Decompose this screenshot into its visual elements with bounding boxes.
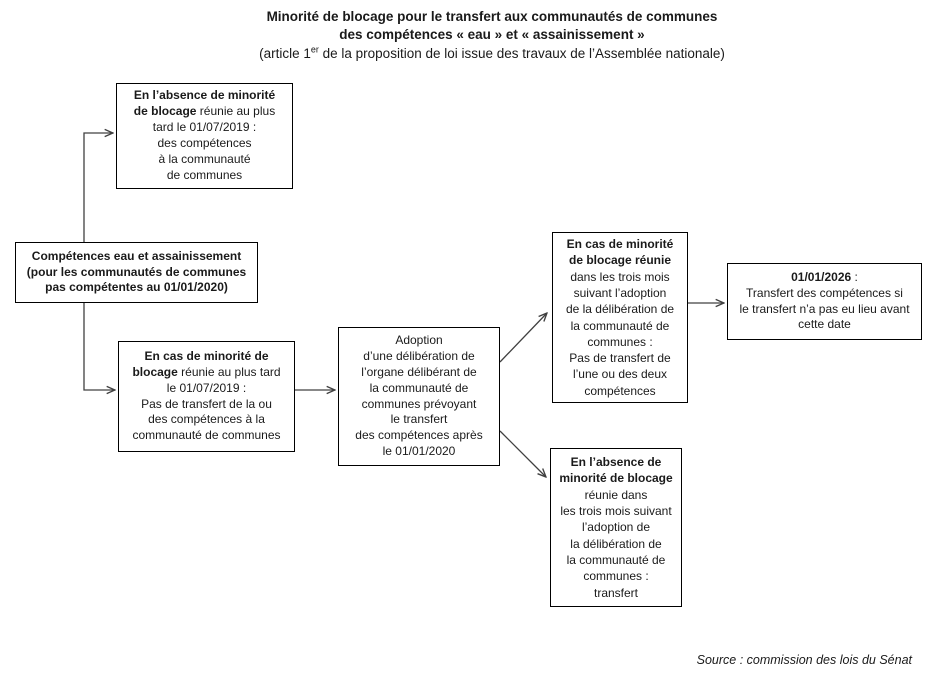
box-text-line: la délibération de (570, 536, 662, 551)
box-text-line: suivant l’adoption (573, 285, 667, 300)
box-text-line: de blocage réunie au plus (133, 104, 276, 119)
connector-competences-to-absence-top (83, 133, 113, 242)
box-text-line: l’organe délibérant de (361, 364, 477, 379)
box-text-line: En cas de minorité (566, 237, 674, 252)
box-text-line: la communauté de (369, 380, 469, 395)
box-text-line: à la communauté (158, 151, 251, 166)
diagram-title: Minorité de blocage pour le transfert au… (46, 8, 938, 63)
box-text-line: le 01/07/2019 : (166, 380, 247, 395)
box-text-line: transfert (593, 585, 638, 600)
box-text-line: réunie dans (584, 487, 648, 502)
source-note: Source : commission des lois du Sénat (696, 653, 912, 667)
box-text-line: (pour les communautés de communes (26, 264, 247, 279)
box-text-line: d’une délibération de (363, 348, 475, 363)
box-transfer-deadline-2026: 01/01/2026 :Transfert des compétences si… (727, 263, 922, 340)
connector-competences-to-cas-minorite (83, 303, 115, 390)
box-text-line: En cas de minorité de (144, 348, 269, 363)
box-text-line: le transfert (390, 412, 448, 427)
box-text-line: l’une ou des deux (572, 367, 668, 382)
box-text-line: l’adoption de (581, 520, 651, 535)
title-line-1: Minorité de blocage pour le transfert au… (266, 9, 718, 24)
box-text-line: de blocage réunie (568, 253, 672, 268)
diagram-subtitle: (article 1er de la proposition de loi is… (259, 44, 725, 61)
box-text-line: communauté de communes (132, 428, 281, 443)
box-text-line: de la délibération de (565, 302, 675, 317)
box-text-line: le transfert n’a pas eu lieu avant (739, 301, 910, 316)
box-text-line: Transfert des compétences si (746, 285, 903, 300)
connector-adoption-to-cas-reunie (499, 313, 547, 363)
box-text-line: Pas de transfert de (569, 351, 671, 366)
box-text-line: des compétences après (355, 428, 483, 443)
box-text-line: tard le 01/07/2019 : (152, 120, 257, 135)
box-text-line: pas compétentes au 01/01/2020) (45, 280, 228, 295)
box-text-line: En l’absence de minorité (133, 88, 276, 103)
box-water-sanitation-competences: Compétences eau et assainissement(pour l… (15, 242, 258, 303)
box-text-line: les trois mois suivant (560, 504, 672, 519)
box-text-line: des compétences (157, 136, 252, 150)
box-text-line: Adoption (395, 332, 443, 347)
box-text-line: En l’absence de (570, 455, 662, 470)
connector-adoption-to-absence-bottom (499, 430, 546, 477)
box-text-line: le 01/01/2020 (382, 444, 456, 459)
box-text-line: de communes (166, 167, 243, 182)
box-text-line: compétences (584, 383, 656, 398)
box-text-line: communes prévoyant (361, 396, 477, 411)
box-text-line: 01/01/2026 : (791, 269, 858, 284)
box-text-line: communes : (583, 569, 649, 584)
box-text-line: communes : (587, 334, 653, 349)
box-text-line: Compétences eau et assainissement (31, 248, 242, 263)
box-text-line: la communauté de (566, 552, 666, 567)
box-text-line: Pas de transfert de la ou (141, 396, 272, 411)
title-line-2: des compétences « eau » et « assainissem… (339, 27, 645, 42)
box-text-line: des compétences à la (148, 412, 265, 427)
box-text-line: la communauté de (570, 318, 670, 333)
superscript-er: er (310, 44, 319, 55)
box-text-line: dans les trois mois (570, 269, 670, 284)
box-text-line: blocage réunie au plus tard (132, 364, 281, 379)
box-text-line: minorité de blocage (559, 471, 673, 486)
box-text-line: cette date (798, 317, 851, 332)
